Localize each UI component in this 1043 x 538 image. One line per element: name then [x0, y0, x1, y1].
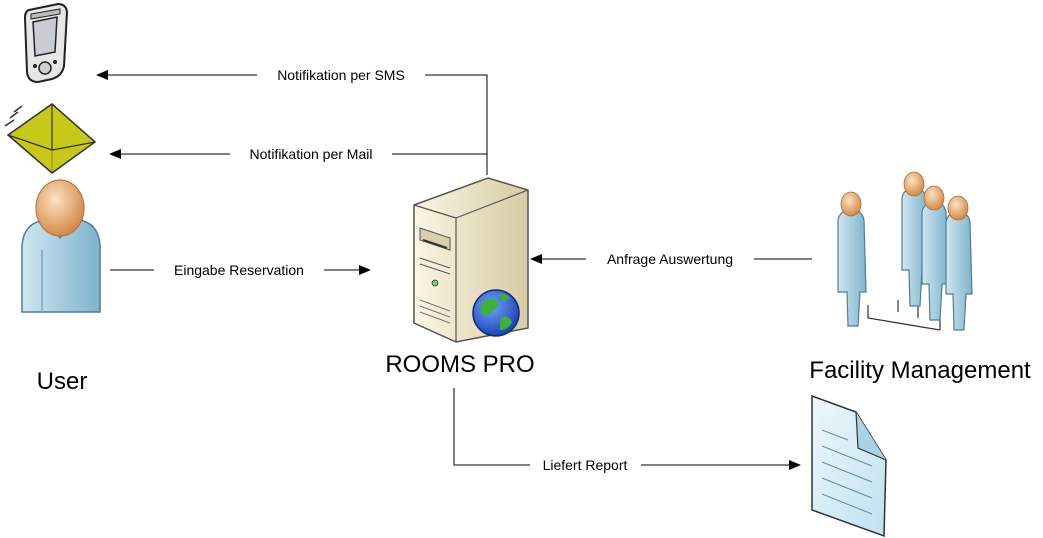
- edge-label-report: Liefert Report: [543, 457, 628, 473]
- edge-label-sms: Notifikation per SMS: [277, 67, 405, 83]
- user-label: User: [37, 368, 88, 395]
- edge-request: Anfrage Auswertung: [530, 251, 812, 267]
- mobile-phone-icon: [23, 2, 69, 84]
- edge-label-input: Eingabe Reservation: [174, 262, 304, 278]
- edge-label-mail: Notifikation per Mail: [250, 146, 373, 162]
- user-group-icon: [837, 171, 973, 331]
- document-icon: [811, 394, 887, 538]
- edge-report: Liefert Report: [453, 388, 801, 473]
- web-server-icon: [413, 177, 529, 343]
- edge-label-request: Anfrage Auswertung: [607, 251, 733, 267]
- edge-mail: Notifikation per Mail: [109, 146, 487, 162]
- user-icon: [21, 179, 101, 313]
- server-label: ROOMS PRO: [385, 351, 534, 378]
- facility-label: Facility Management: [809, 357, 1031, 384]
- envelope-icon: [4, 103, 97, 174]
- edge-input: Eingabe Reservation: [110, 262, 371, 278]
- edge-sms: Notifikation per SMS: [96, 67, 488, 175]
